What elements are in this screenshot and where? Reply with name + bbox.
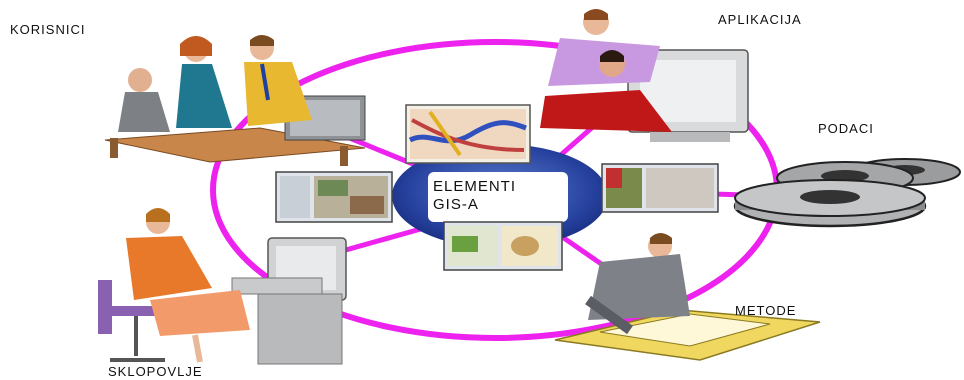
data-tapes-illustration	[733, 158, 961, 228]
hardware-illustration	[98, 208, 347, 365]
screen-thumbnail-bottom	[443, 221, 563, 271]
application-label: APLIKACIJA	[718, 12, 802, 27]
users-illustration	[104, 35, 366, 166]
center-title-line2: GIS-A	[433, 196, 479, 213]
data-label: PODACI	[818, 121, 874, 136]
screen-thumbnail-left	[275, 171, 393, 223]
methods-label: METODE	[735, 303, 797, 318]
center-title-line1: ELEMENTI	[433, 178, 517, 195]
map-thumbnail-top	[405, 104, 531, 164]
screen-thumbnail-right	[601, 163, 719, 213]
hub-label-box	[428, 172, 568, 222]
users-label: KORISNICI	[10, 22, 86, 37]
methods-illustration	[554, 233, 821, 361]
center-title: ELEMENTI GIS-A	[433, 178, 563, 214]
hardware-label: SKLOPOVLJE	[108, 364, 203, 379]
application-illustration	[540, 9, 749, 142]
